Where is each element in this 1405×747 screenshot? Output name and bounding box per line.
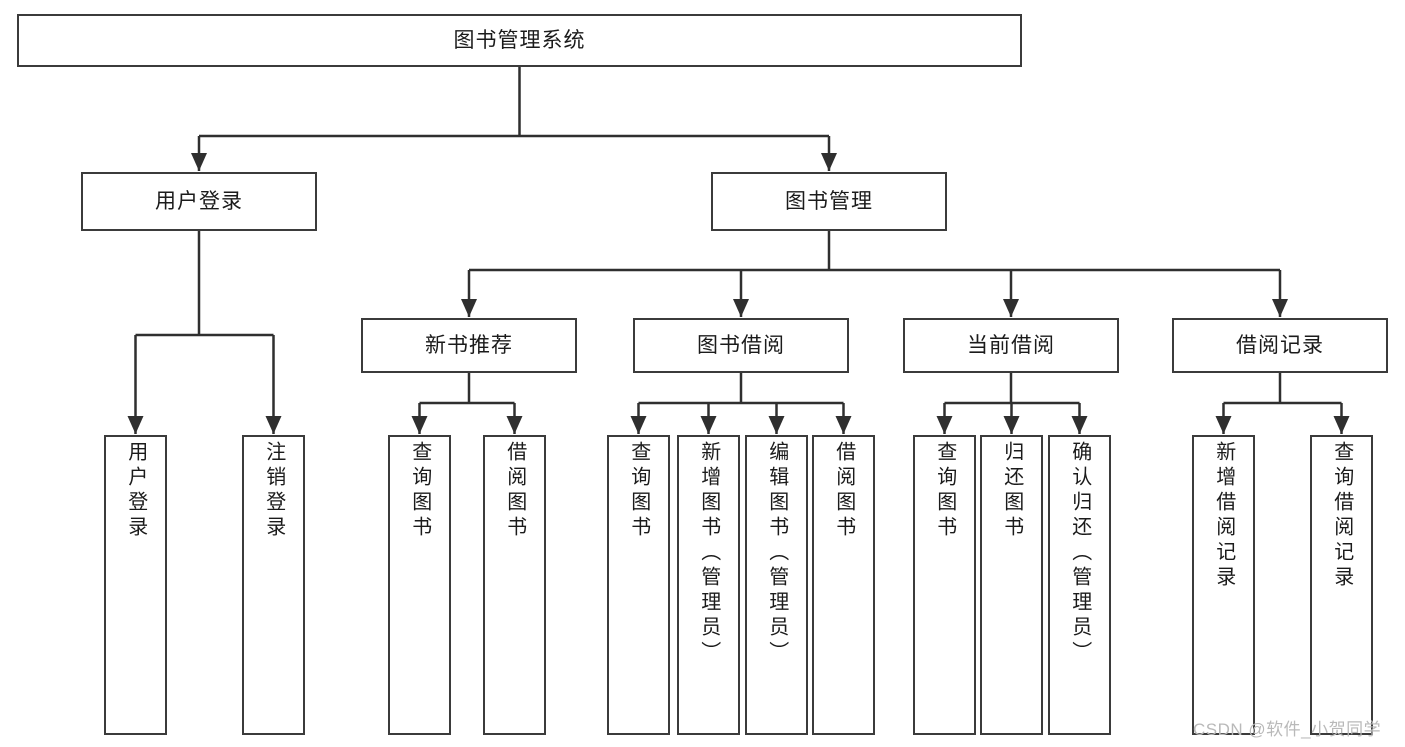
node-book-management[interactable]: 图书管理 <box>711 172 947 231</box>
arrow-head-icon <box>1003 299 1019 317</box>
node-confirm-return-admin[interactable]: 确认归还（管理员） <box>1048 435 1111 735</box>
arrow-head-icon <box>835 416 852 434</box>
node-label: 注销登录 <box>262 441 285 541</box>
node-query-book-current[interactable]: 查询图书 <box>913 435 976 735</box>
node-query-book-borrow[interactable]: 查询图书 <box>607 435 670 735</box>
node-label: 新增借阅记录 <box>1212 441 1235 591</box>
arrow-head-icon <box>127 416 144 434</box>
node-label: 查询借阅记录 <box>1330 441 1353 591</box>
arrow-head-icon <box>1215 416 1232 434</box>
node-label: 编辑图书（管理员） <box>765 441 788 666</box>
node-query-borrow-record[interactable]: 查询借阅记录 <box>1310 435 1373 735</box>
watermark-label: CSDN @软件_小贺同学 <box>1193 720 1382 739</box>
node-user-login-action[interactable]: 用户登录 <box>104 435 167 735</box>
arrow-head-icon <box>191 153 207 171</box>
arrow-head-icon <box>733 299 749 317</box>
node-label: 借阅图书 <box>832 441 855 541</box>
arrow-head-icon <box>1003 416 1020 434</box>
arrow-head-icon <box>768 416 785 434</box>
arrow-head-icon <box>461 299 477 317</box>
node-book-borrow[interactable]: 图书借阅 <box>633 318 849 373</box>
node-label: 用户登录 <box>124 441 147 541</box>
node-label: 查询图书 <box>408 441 431 541</box>
node-new-book-recommend[interactable]: 新书推荐 <box>361 318 577 373</box>
node-user-logout-action[interactable]: 注销登录 <box>242 435 305 735</box>
node-current-borrow[interactable]: 当前借阅 <box>903 318 1119 373</box>
node-label: 当前借阅 <box>967 334 1055 357</box>
arrow-head-icon <box>1071 416 1088 434</box>
node-label: 新书推荐 <box>425 334 513 357</box>
node-query-book-recommend[interactable]: 查询图书 <box>388 435 451 735</box>
arrow-head-icon <box>1272 299 1288 317</box>
node-label: 查询图书 <box>627 441 650 541</box>
node-label: 借阅图书 <box>503 441 526 541</box>
node-label: 图书管理系统 <box>453 29 586 52</box>
node-label: 用户登录 <box>155 190 243 213</box>
arrow-head-icon <box>265 416 282 434</box>
node-borrow-records[interactable]: 借阅记录 <box>1172 318 1388 373</box>
arrow-head-icon <box>700 416 717 434</box>
node-label: 图书借阅 <box>697 334 785 357</box>
node-add-book-admin[interactable]: 新增图书（管理员） <box>677 435 740 735</box>
arrow-head-icon <box>630 416 647 434</box>
node-borrow-book-recommend[interactable]: 借阅图书 <box>483 435 546 735</box>
node-add-borrow-record[interactable]: 新增借阅记录 <box>1192 435 1255 735</box>
node-user-login[interactable]: 用户登录 <box>81 172 317 231</box>
node-label: 借阅记录 <box>1236 334 1324 357</box>
node-label: 新增图书（管理员） <box>697 441 720 666</box>
arrow-head-icon <box>411 416 428 434</box>
node-label: 查询图书 <box>933 441 956 541</box>
node-return-book[interactable]: 归还图书 <box>980 435 1043 735</box>
node-label: 归还图书 <box>1000 441 1023 541</box>
arrow-head-icon <box>821 153 837 171</box>
arrow-head-icon <box>936 416 953 434</box>
arrow-head-icon <box>1333 416 1350 434</box>
node-edit-book-admin[interactable]: 编辑图书（管理员） <box>745 435 808 735</box>
node-root[interactable]: 图书管理系统 <box>17 14 1022 67</box>
arrow-head-icon <box>506 416 523 434</box>
node-label: 确认归还（管理员） <box>1068 441 1091 666</box>
node-borrow-book-action[interactable]: 借阅图书 <box>812 435 875 735</box>
node-label: 图书管理 <box>785 190 873 213</box>
